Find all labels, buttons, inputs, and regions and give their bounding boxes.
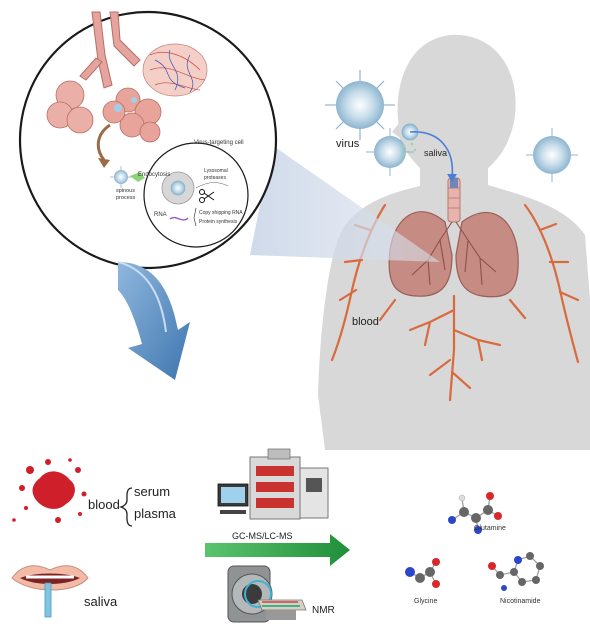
virus-targeting-cell-label: Virus-targeting cell [194, 140, 244, 146]
glycine-molecule [405, 558, 440, 588]
inner-cell [143, 142, 249, 248]
big-down-arrow [117, 261, 190, 380]
alveoli [46, 80, 162, 143]
nicotinamide-molecule [488, 552, 544, 591]
blood-sample-label: blood [88, 497, 120, 512]
saliva-droplets [400, 142, 417, 158]
spinous-virus [110, 166, 145, 188]
saliva-path-arrow [409, 131, 454, 179]
glutamine-label: Glutamine [474, 525, 506, 532]
nmr-label: NMR [312, 605, 335, 616]
lysosomal-proteases-label: Lysosomal proteases [204, 168, 228, 181]
virus-large [325, 70, 395, 140]
blood-body-label: blood [352, 316, 379, 328]
trachea [447, 177, 461, 223]
virus-right [526, 128, 578, 182]
scissors-icon [199, 189, 215, 203]
glycine-label: Glycine [414, 598, 438, 605]
serum-label: serum [134, 484, 171, 499]
method-label: GC-MS/LC-MS [232, 531, 293, 541]
protein-synthesis-label: Protein synthesis [199, 219, 238, 225]
spinous-process-label: spinous process [116, 188, 136, 201]
endocytosis-label: Endocytosis [138, 172, 171, 178]
glutamine-molecule [448, 492, 502, 534]
method-arrow [205, 534, 350, 566]
zoom-cone [250, 145, 440, 262]
virus-label: virus [336, 138, 360, 150]
zoom-circle [18, 10, 278, 270]
human-silhouette [318, 34, 590, 451]
plasma-label: plasma [134, 506, 176, 521]
mass-spectrometer [217, 448, 329, 520]
rna-label: RNA [154, 212, 167, 218]
lips [11, 565, 89, 618]
bronchi [79, 11, 141, 89]
saliva-top-label: saliva [424, 148, 448, 158]
nmr-machine [227, 565, 307, 623]
brown-arrowhead [98, 158, 110, 168]
nicotinamide-label: Nicotinamide [500, 598, 541, 605]
capillary-network [142, 43, 208, 97]
blood-brace [118, 487, 133, 527]
copy-rna-label: Copy shipping RNA [199, 210, 243, 216]
saliva-arrowhead [447, 174, 457, 182]
saliva-sample-label: saliva [84, 594, 118, 609]
curved-brown-arrow [96, 123, 111, 161]
blood-splatter [12, 458, 87, 523]
